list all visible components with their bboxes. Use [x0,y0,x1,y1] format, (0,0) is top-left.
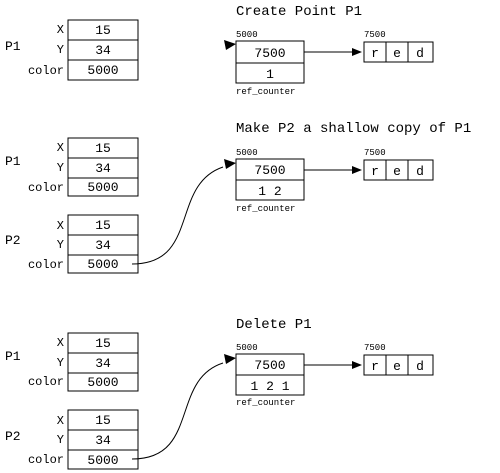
object-address: 5000 [236,148,258,158]
point-name-label: P2 [5,429,21,444]
ref-counter-value: 1 2 1 [250,379,289,394]
object-address: 5000 [236,30,258,40]
panel-title: Create Point P1 [236,4,362,20]
panel-delete-p1: Delete P1 P1 X Y color 15 34 5000 P2 X Y… [5,317,434,470]
char-value: d [416,46,424,61]
reference-arrowhead [352,166,362,174]
char-value: e [393,359,401,374]
object-value: 7500 [254,46,285,61]
field-label-y: Y [57,161,64,175]
ref-counter-value: 1 [266,67,274,82]
panel-title: Delete P1 [236,317,312,333]
ref-counter-label: ref_counter [236,398,295,408]
string-red: 7500 r e d [304,148,434,181]
object-address: 5000 [236,343,258,353]
field-value-color: 5000 [87,180,118,195]
char-value: r [371,359,379,374]
point-p1-record: P1 X Y color 15 34 5000 [5,332,139,392]
panel-shallow-copy: Make P2 a shallow copy of P1 P1 X Y colo… [5,121,471,274]
field-box-color [67,59,139,81]
field-label-x: X [57,219,64,233]
point-p2-record: P2 X Y color 15 34 5000 [5,409,139,470]
field-value-y: 34 [95,43,111,58]
reference-arrowhead [352,48,362,56]
ref-counter-box [235,62,305,84]
point-name-label: P1 [5,39,21,54]
reference-arrowhead [352,361,362,369]
point-p1-record: P1 X Y color 15 34 5000 [5,19,139,81]
panel-title: Make P2 a shallow copy of P1 [236,121,471,137]
field-label-y: Y [57,43,64,57]
field-value-color: 5000 [87,63,118,78]
ref-counter-value: 1 2 [258,184,281,199]
field-label-color: color [28,64,64,78]
ref-counter-label: ref_counter [236,204,295,214]
field-value-x: 15 [95,413,111,428]
pointer-arrowhead [224,159,236,169]
field-label-x: X [57,414,64,428]
field-label-x: X [57,336,64,350]
point-p2-record: P2 X Y color 15 34 5000 [5,214,139,274]
ref-counter-box [235,179,305,201]
ref-counter-label: ref_counter [236,87,295,97]
point-name-label: P1 [5,154,21,169]
char-box [407,354,434,376]
pointer-arrowhead [224,354,236,364]
field-value-x: 15 [95,336,111,351]
pointer-arrowhead [224,40,236,50]
string-red: 7500 r e d [304,30,434,63]
string-address: 7500 [364,343,386,353]
point-p1-record: P1 X Y color 15 34 5000 [5,137,139,197]
field-label-color: color [28,181,64,195]
char-box [407,159,434,181]
field-label-x: X [57,23,64,37]
field-value-x: 15 [95,23,111,38]
point-name-label: P2 [5,233,21,248]
field-value-x: 15 [95,218,111,233]
char-value: r [371,46,379,61]
field-value-color: 5000 [87,375,118,390]
char-box [407,41,434,63]
field-value-color: 5000 [87,453,118,468]
field-value-y: 34 [95,161,111,176]
char-value: r [371,164,379,179]
object-value: 7500 [254,163,285,178]
point-name-label: P1 [5,349,21,364]
char-value: d [416,164,424,179]
field-value-y: 34 [95,238,111,253]
field-label-color: color [28,453,64,467]
string-address: 7500 [364,30,386,40]
ref-counter-box [235,374,305,396]
string-address: 7500 [364,148,386,158]
shared-object: 5000 7500 1 2 1 ref_counter [224,343,305,408]
char-value: e [393,46,401,61]
field-label-y: Y [57,356,64,370]
field-value-color: 5000 [87,257,118,272]
p2-color-pointer [131,362,224,460]
shared-object: 5000 7500 1 ref_counter [224,30,305,97]
field-label-y: Y [57,238,64,252]
p2-color-pointer [131,166,224,265]
field-label-color: color [28,375,64,389]
char-value: e [393,164,401,179]
field-box-color [67,177,139,197]
field-box-color [67,449,139,470]
field-label-color: color [28,258,64,272]
field-value-y: 34 [95,433,111,448]
char-value: d [416,359,424,374]
object-value: 7500 [254,358,285,373]
panel-create-p1: Create Point P1 P1 X Y color 15 34 5000 … [5,4,434,97]
shared-object: 5000 7500 1 2 ref_counter [224,148,305,214]
string-red: 7500 r e d [304,343,434,376]
field-value-x: 15 [95,141,111,156]
field-label-y: Y [57,433,64,447]
field-box-color [67,372,139,392]
field-label-x: X [57,141,64,155]
field-value-y: 34 [95,356,111,371]
